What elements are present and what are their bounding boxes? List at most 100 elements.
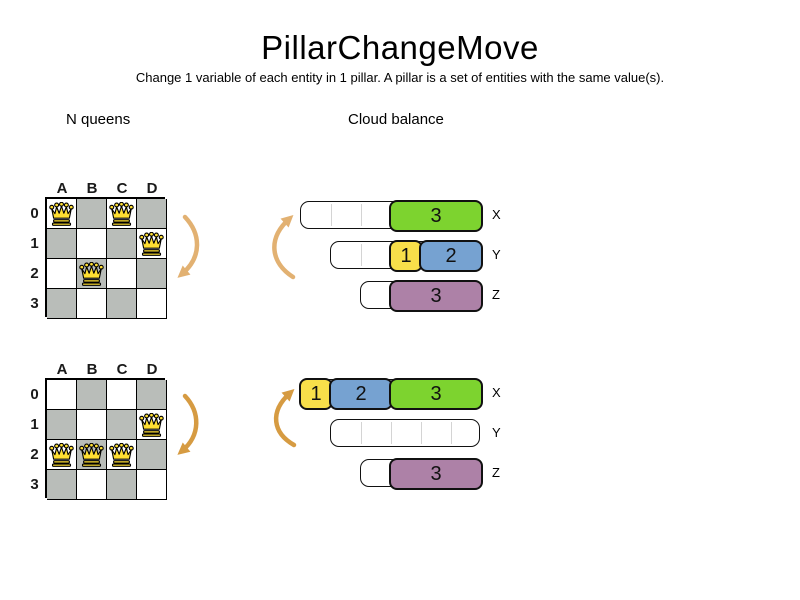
board-row-header: 2 (30, 265, 39, 282)
queen-icon (49, 201, 74, 226)
board-cell (47, 440, 77, 470)
board-cell (137, 380, 167, 410)
computer-row: Y (300, 419, 530, 451)
board-cell (77, 410, 107, 440)
pillar-move-arrow-down-icon (177, 393, 199, 455)
board-row-header: 2 (30, 446, 39, 463)
board-column-header: A (56, 361, 68, 378)
computer-capacity-bar: 3 (300, 200, 483, 232)
board-cell (77, 229, 107, 259)
board-cell (137, 440, 167, 470)
board-row-header: 1 (30, 416, 39, 433)
board-cell (107, 199, 137, 229)
process-block: 3 (389, 280, 483, 312)
nqueens-board-after: A B C D 0 1 2 3 (30, 361, 167, 500)
pillar-move-arrow-up-icon (273, 388, 297, 448)
process-block: 2 (329, 378, 393, 410)
board-cell (77, 470, 107, 500)
board-cell (107, 410, 137, 440)
queen-icon (139, 412, 164, 437)
board-cell (107, 229, 137, 259)
board-cell (47, 289, 77, 319)
process-block: 3 (389, 378, 483, 410)
board-cell (107, 289, 137, 319)
board-cell (77, 440, 107, 470)
computer-label: X (492, 385, 501, 400)
computer-label: Y (492, 425, 501, 440)
board-cell (77, 199, 107, 229)
board-cell (47, 259, 77, 289)
board-cell (107, 380, 137, 410)
pillar-move-arrow-up-icon (272, 214, 296, 280)
queen-icon (49, 442, 74, 467)
page-title: PillarChangeMove (261, 29, 539, 66)
board-cell (47, 470, 77, 500)
board-cell (77, 289, 107, 319)
board-column-header: D (146, 361, 158, 378)
computer-label: Y (492, 247, 501, 262)
board-cell (47, 199, 77, 229)
board-cell (47, 380, 77, 410)
board-row-header: 0 (30, 205, 39, 222)
queen-icon (109, 442, 134, 467)
computer-label: X (492, 207, 501, 222)
board-cell (107, 440, 137, 470)
board-row-header: 0 (30, 386, 39, 403)
board-cell (137, 470, 167, 500)
queen-icon (79, 442, 104, 467)
nqueens-section-label: N queens (66, 111, 131, 128)
board-cell (47, 229, 77, 259)
board-column-header: B (86, 180, 98, 197)
computer-label: Z (492, 287, 500, 302)
board-cell (107, 259, 137, 289)
board-row-header: 3 (30, 295, 39, 312)
computer-capacity-bar: 3 (360, 458, 483, 490)
queen-icon (109, 201, 134, 226)
board-column-header: C (116, 361, 128, 378)
queen-icon (79, 261, 104, 286)
board-cell (137, 410, 167, 440)
capacity-divider (331, 204, 332, 226)
computer-capacity-bar (330, 419, 480, 447)
capacity-divider (361, 422, 362, 444)
board-cell (137, 289, 167, 319)
capacity-divider (421, 422, 422, 444)
queen-icon (139, 231, 164, 256)
board-cell (107, 470, 137, 500)
computer-capacity-bar: 3 (360, 280, 483, 312)
nqueens-board-before: A B C D 0 1 2 3 (30, 180, 167, 319)
board-row-header: 1 (30, 235, 39, 252)
capacity-divider (361, 244, 362, 266)
board-column-header: A (56, 180, 68, 197)
process-block: 3 (389, 458, 483, 490)
capacity-divider (451, 422, 452, 444)
board-cell (77, 380, 107, 410)
board-cell (137, 259, 167, 289)
capacity-divider (391, 422, 392, 444)
board-cell (137, 229, 167, 259)
board-row-header: 3 (30, 476, 39, 493)
pillar-move-arrow-down-icon (177, 214, 200, 278)
board-cell (137, 199, 167, 229)
process-block: 3 (389, 200, 483, 232)
page-subtitle: Change 1 variable of each entity in 1 pi… (135, 70, 665, 85)
board-column-header: D (146, 180, 158, 197)
board-cell (47, 410, 77, 440)
process-block: 2 (419, 240, 483, 272)
computer-label: Z (492, 465, 500, 480)
capacity-divider (361, 204, 362, 226)
cloud-section-label: Cloud balance (348, 111, 444, 128)
board-column-header: B (86, 361, 98, 378)
process-block: 1 (389, 240, 423, 272)
board-column-header: C (116, 180, 128, 197)
board-cell (77, 259, 107, 289)
